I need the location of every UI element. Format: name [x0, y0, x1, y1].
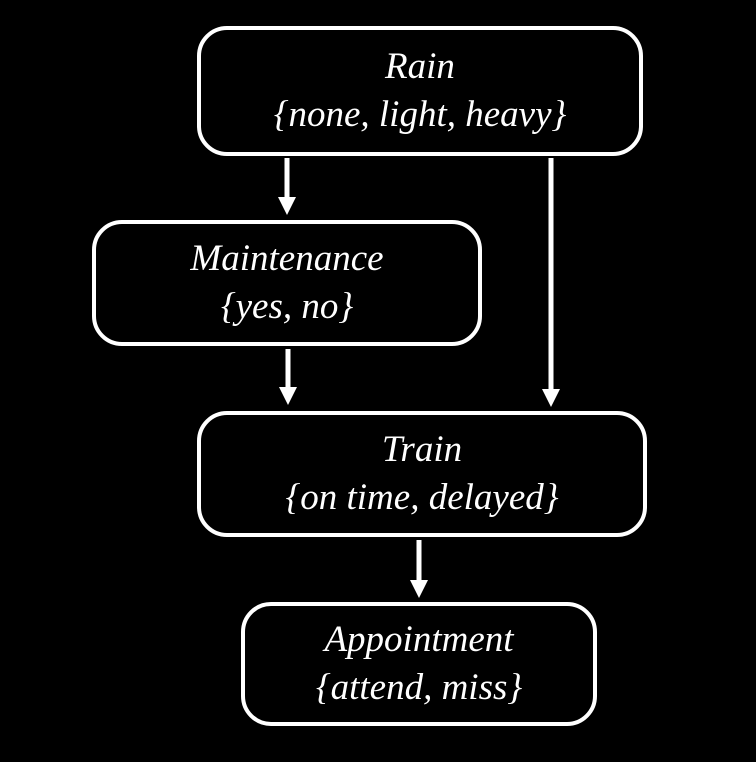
arrowhead-icon [278, 197, 296, 215]
node-rain-label: Rain [385, 45, 455, 87]
node-rain: Rain {none, light, heavy} [197, 26, 643, 156]
node-maintenance: Maintenance {yes, no} [92, 220, 482, 346]
node-train-label: Train [381, 428, 463, 470]
arrowhead-icon [279, 387, 297, 405]
arrowhead-icon [410, 580, 428, 598]
node-appointment: Appointment {attend, miss} [241, 602, 597, 726]
node-train: Train {on time, delayed} [197, 411, 647, 537]
node-maintenance-values: {yes, no} [220, 286, 354, 327]
node-rain-values: {none, light, heavy} [273, 94, 567, 135]
edge-train-to-appointment [410, 540, 428, 598]
edge-rain-to-train [542, 158, 560, 407]
node-train-values: {on time, delayed} [285, 477, 559, 518]
arrowhead-icon [542, 389, 560, 407]
edge-rain-to-maintenance [278, 158, 296, 215]
node-appointment-values: {attend, miss} [315, 667, 523, 708]
node-maintenance-label: Maintenance [190, 237, 384, 279]
edge-maintenance-to-train [279, 349, 297, 405]
node-appointment-label: Appointment [324, 618, 514, 660]
